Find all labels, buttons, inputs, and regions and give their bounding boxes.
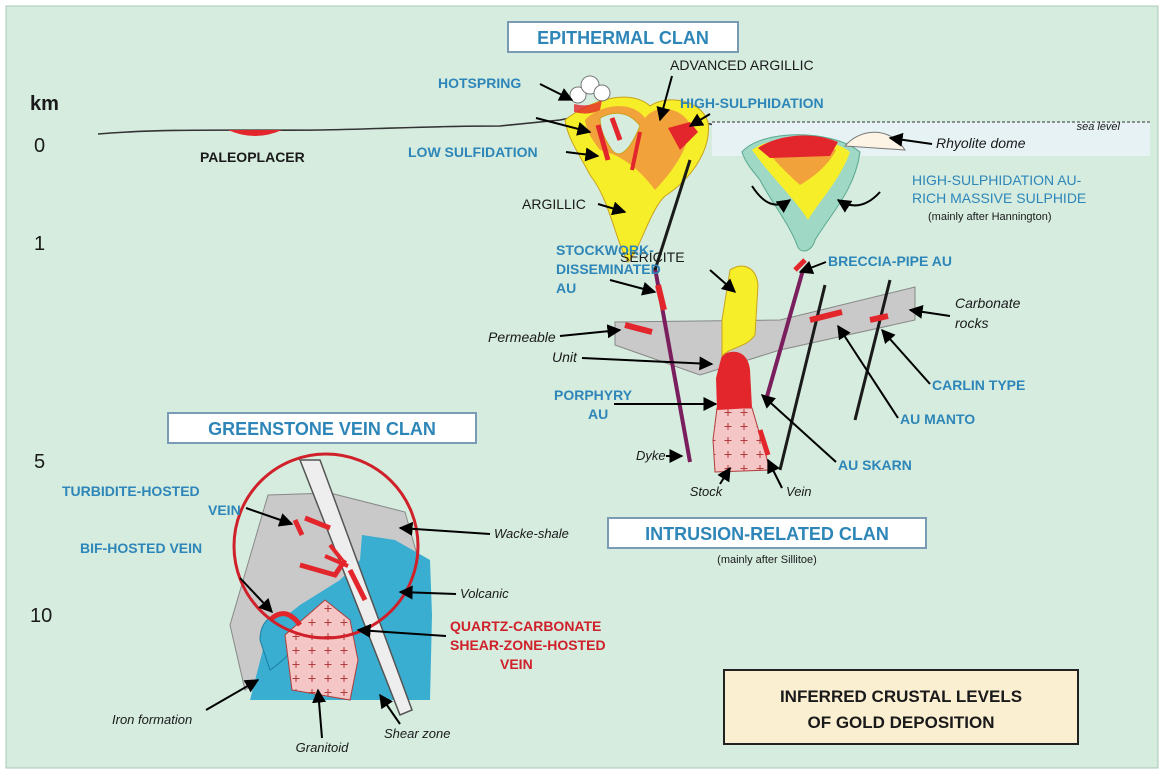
depth-tick-10: 10 — [30, 605, 52, 627]
paleoplacer-label: PALEOPLACER — [200, 149, 305, 165]
depth-tick-1: 1 — [34, 233, 45, 255]
depth-tick-0: 0 — [34, 135, 45, 157]
turbidite-label-line2: VEIN — [208, 502, 241, 518]
au-manto-label: AU MANTO — [900, 411, 975, 427]
stockwork-label-line3: AU — [556, 280, 576, 296]
carlin-type-label: CARLIN TYPE — [932, 377, 1025, 393]
greenstone-clan-title: GREENSTONE VEIN CLAN — [208, 419, 436, 439]
vein-label: Vein — [786, 484, 812, 499]
wacke-shale-label: Wacke-shale — [494, 526, 569, 541]
stock-label: Stock — [690, 484, 724, 499]
qc-label-line2: SHEAR-ZONE-HOSTED — [450, 637, 606, 653]
title-line1: INFERRED CRUSTAL LEVELS — [780, 687, 1022, 706]
high-sulphidation-label: HIGH-SULPHIDATION — [680, 95, 824, 111]
rhyolite-dome-label: Rhyolite dome — [936, 135, 1026, 151]
carbonate-label-line1: Carbonate — [955, 295, 1021, 311]
hs-massive-label-line2: RICH MASSIVE SULPHIDE — [912, 190, 1086, 206]
hs-massive-note: (mainly after Hannington) — [928, 211, 1052, 223]
breccia-pipe-label: BRECCIA-PIPE AU — [828, 253, 952, 269]
intrusion-clan-title: INTRUSION-RELATED CLAN — [645, 524, 889, 544]
porphyry-label-line2: AU — [588, 406, 608, 422]
depth-unit-label: km — [30, 93, 59, 115]
advanced-argillic-label: ADVANCED ARGILLIC — [670, 57, 814, 73]
title-box: INFERRED CRUSTAL LEVELS OF GOLD DEPOSITI… — [724, 670, 1078, 744]
argillic-label: ARGILLIC — [522, 196, 586, 212]
porphyry-label-line1: PORPHYRY — [554, 387, 633, 403]
volcanic-label: Volcanic — [460, 586, 509, 601]
shear-zone-label: Shear zone — [384, 726, 451, 741]
intrusion-clan-note: (mainly after Sillitoe) — [717, 554, 817, 566]
permeable-label-line2: Unit — [552, 349, 578, 365]
au-skarn-label: AU SKARN — [838, 457, 912, 473]
low-sulfidation-label: LOW SULFIDATION — [408, 144, 538, 160]
title-line2: OF GOLD DEPOSITION — [807, 713, 994, 732]
stockwork-label-line2: DISSEMINATED — [556, 261, 661, 277]
hs-massive-label-line1: HIGH-SULPHIDATION AU- — [912, 172, 1082, 188]
bif-label: BIF-HOSTED VEIN — [80, 540, 202, 556]
iron-formation-label: Iron formation — [112, 712, 192, 727]
hotspring-label: HOTSPRING — [438, 75, 521, 91]
turbidite-label-line1: TURBIDITE-HOSTED — [62, 483, 200, 499]
permeable-label-line1: Permeable — [488, 329, 556, 345]
dyke-label: Dyke — [636, 448, 666, 463]
qc-label-line1: QUARTZ-CARBONATE — [450, 618, 601, 634]
granitoid-label: Granitoid — [296, 740, 350, 755]
epithermal-clan-title: EPITHERMAL CLAN — [537, 28, 709, 48]
qc-label-line3: VEIN — [500, 656, 533, 672]
sea-level-label: sea level — [1077, 121, 1121, 133]
stockwork-label-line1: STOCKWORK- — [556, 242, 654, 258]
carbonate-label-line2: rocks — [955, 315, 988, 331]
depth-tick-5: 5 — [34, 451, 45, 473]
